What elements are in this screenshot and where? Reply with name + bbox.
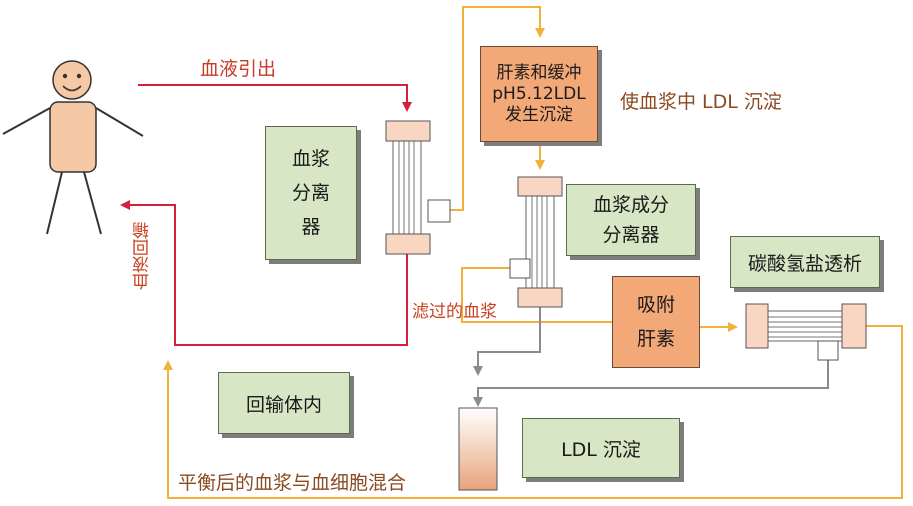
return-body-box: 回输体内: [218, 372, 350, 434]
adsorb-line-2: 肝素: [636, 328, 675, 350]
heparin-buffer-box: 肝素和缓冲 pH5.12LDL 发生沉淀: [480, 46, 598, 142]
plasma-separator-line-2: 分离: [291, 182, 330, 204]
component-separator-box: 血浆成分 分离器: [566, 184, 696, 256]
filtered-plasma-label: 滤过的血浆: [412, 302, 497, 322]
plasma-separator-column: [385, 120, 451, 255]
heparin-line-2: pH5.12LDL: [492, 83, 586, 104]
component-separator-line-1: 血浆成分: [592, 194, 669, 216]
separator-side-line: [461, 267, 612, 323]
adsorb-line-1: 吸附: [636, 294, 675, 316]
blood-return-line: [120, 200, 408, 346]
precipitate-ldl-label: 使血浆中 LDL 沉淀: [620, 91, 782, 113]
ldl-precipitate-tube: [458, 407, 498, 491]
precipitate-line: [473, 306, 541, 376]
heparin-line-3: 发生沉淀: [505, 104, 573, 125]
blood-out-label: 血液引出: [200, 58, 277, 80]
adsorb-heparin-box: 吸附 肝素: [612, 276, 700, 368]
mixed-label: 平衡后的血浆与血细胞混合: [178, 472, 407, 494]
plasma-to-heparin-line: [450, 6, 545, 211]
plasma-separator-box: 血浆 分离 器: [265, 126, 357, 260]
blood-out-line: [138, 84, 412, 112]
component-separator-column: [509, 176, 563, 308]
bicarbonate-dialysis-box: 碳酸氢盐透析: [730, 236, 880, 288]
patient-figure: [2, 60, 144, 235]
heparin-line-1: 肝素和缓冲: [496, 62, 582, 83]
dialysis-waste-line: [473, 360, 829, 407]
dialyzer-column: [745, 303, 867, 361]
return-to-body-line: [163, 325, 903, 499]
blood-return-label: 血液回输: [133, 222, 153, 290]
ldl-precipitate-box: LDL 沉淀: [522, 418, 680, 478]
plasma-separator-line-1: 血浆: [291, 148, 330, 170]
plasma-separator-line-3: 器: [301, 216, 321, 238]
component-separator-line-2: 分离器: [602, 224, 660, 246]
